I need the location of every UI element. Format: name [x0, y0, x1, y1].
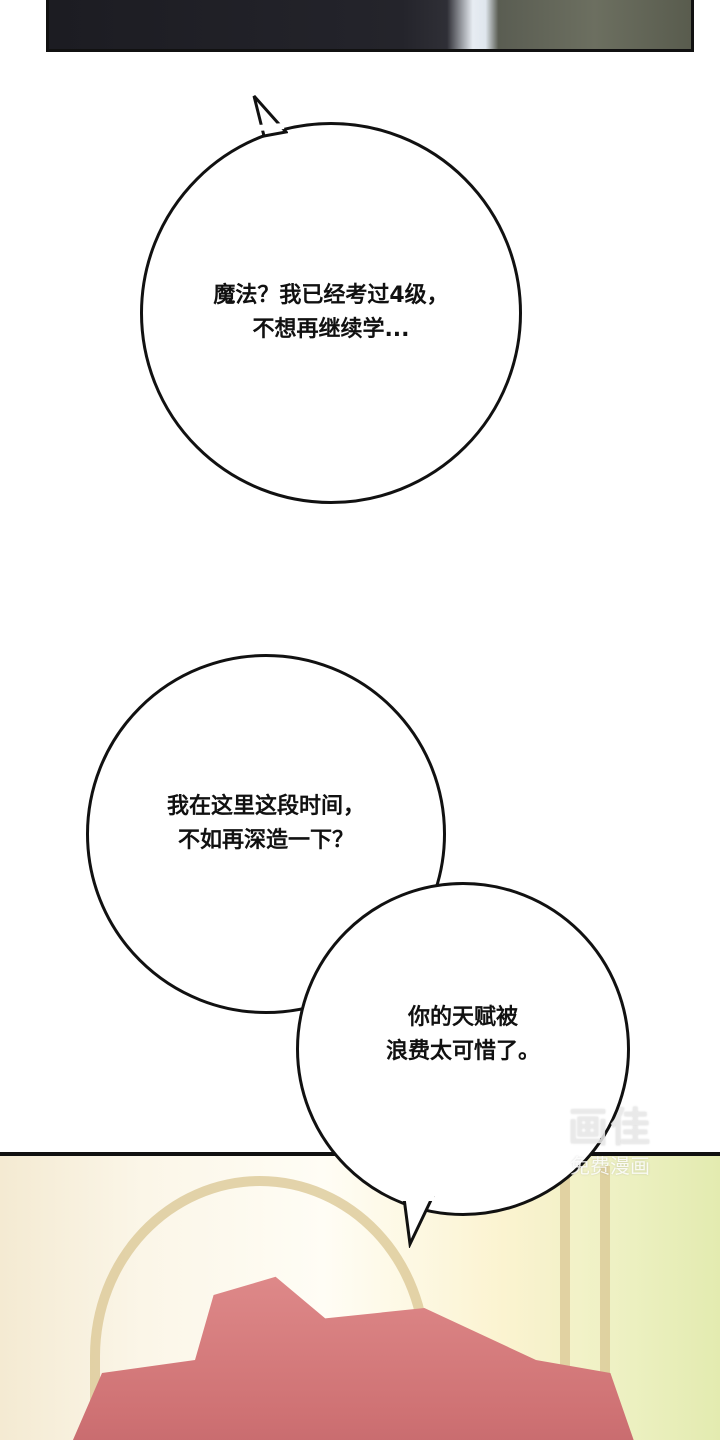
watermark-logo: 画佳 — [568, 1105, 652, 1151]
watermark-text: 免费漫画 — [570, 1154, 650, 1178]
speech-bubble-3: 你的天赋被 浪费太可惜了。 — [296, 882, 630, 1216]
bubble-1-line-1: 魔法？我已经考过4级， — [213, 283, 449, 308]
top-comic-panel — [46, 0, 694, 52]
speech-bubble-3-tail — [402, 1196, 435, 1248]
bubble-2-line-2: 不如再深造一下？ — [177, 828, 354, 853]
bottom-comic-panel — [0, 1152, 720, 1440]
bubble-3-line-1: 你的天赋被 — [407, 1005, 518, 1030]
speech-bubble-1-tail — [252, 95, 288, 138]
watermark: 画佳 免费漫画 — [540, 1106, 680, 1179]
bubble-3-line-2: 浪费太可惜了。 — [385, 1039, 540, 1064]
speech-bubble-1: 魔法？我已经考过4级， 不想再继续学... — [140, 122, 522, 504]
bubble-1-line-2: 不想再继续学... — [252, 317, 410, 342]
bubble-2-line-1: 我在这里这段时间， — [166, 794, 365, 819]
window-frame-bar — [560, 1166, 570, 1440]
speech-bubble-2: 我在这里这段时间， 不如再深造一下？ — [86, 654, 446, 1014]
window-frame-bar — [600, 1166, 610, 1440]
